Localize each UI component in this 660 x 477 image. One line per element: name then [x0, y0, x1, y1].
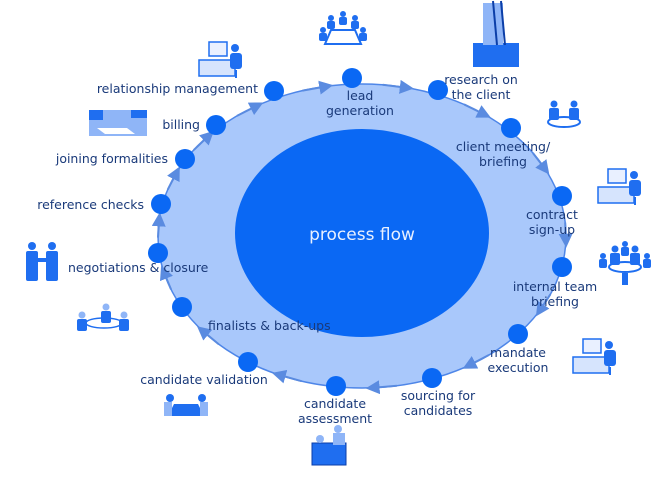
flow-arrow	[365, 380, 397, 395]
step-label-client-meeting-briefing: client meeting/briefing	[456, 139, 551, 169]
flow-arrow	[160, 265, 173, 290]
center-title: process flow	[309, 225, 415, 245]
computer-desk-icon	[597, 168, 641, 205]
label-line: internal team	[513, 279, 597, 294]
conference-table-icon	[319, 11, 367, 45]
flow-arrow	[462, 354, 490, 369]
round-table-icon	[77, 303, 129, 331]
flow-arrow	[532, 152, 550, 175]
meeting-people-icon	[547, 100, 581, 128]
process-core-circle	[235, 129, 489, 337]
handshake-icon	[26, 242, 58, 281]
step-node-joining-formalities	[175, 149, 195, 169]
label-line: lead	[347, 88, 374, 103]
step-node-candidate-validation	[238, 352, 258, 372]
label-line: sign-up	[529, 222, 575, 237]
label-line: contract	[526, 207, 578, 222]
label-line: mandate	[490, 345, 546, 360]
label-line: candidates	[404, 403, 473, 418]
label-line: negotiations & closure	[68, 260, 209, 275]
step-node-finalists-back-ups	[172, 297, 192, 317]
flow-arrow	[196, 326, 220, 345]
label-line: relationship management	[97, 81, 258, 96]
step-label-candidate-validation: candidate validation	[140, 372, 268, 387]
label-line: candidate validation	[140, 372, 268, 387]
step-node-mandate-execution	[508, 324, 528, 344]
flow-arrow	[535, 293, 552, 317]
label-line: finalists & back-ups	[208, 318, 331, 333]
flow-arrow	[151, 212, 166, 238]
step-label-finalists-back-ups: finalists & back-ups	[208, 318, 331, 333]
step-node-billing	[206, 115, 226, 135]
flow-arrow	[463, 103, 491, 118]
step-node-research-on-the-client	[428, 80, 448, 100]
label-line: sourcing for	[401, 388, 476, 403]
label-line: reference checks	[37, 197, 144, 212]
flow-arrows	[151, 79, 573, 395]
step-nodes	[148, 68, 572, 396]
flow-arrow	[166, 166, 180, 191]
label-line: joining formalities	[55, 151, 168, 166]
step-label-negotiations-closure: negotiations & closure	[68, 260, 209, 275]
flow-arrow	[302, 80, 334, 95]
label-line: research on	[444, 72, 518, 87]
step-icons	[26, 0, 651, 466]
step-label-billing: billing	[162, 117, 200, 132]
office-workstations-icon	[572, 338, 616, 375]
label-line: briefing	[479, 154, 527, 169]
label-line: candidate	[304, 396, 366, 411]
step-node-relationship-management	[264, 81, 284, 101]
label-line: execution	[488, 360, 549, 375]
step-label-joining-formalities: joining formalities	[55, 151, 168, 166]
label-line: generation	[326, 103, 394, 118]
computer-workers-icon	[198, 41, 242, 78]
step-node-negotiations-closure	[148, 243, 168, 263]
step-node-sourcing-for-candidates	[422, 368, 442, 388]
label-line: client meeting/	[456, 139, 551, 154]
step-node-lead-generation	[342, 68, 362, 88]
table-discussion-icon	[164, 394, 208, 416]
step-node-candidate-assessment	[326, 376, 346, 396]
flow-arrow	[558, 222, 573, 248]
flow-arrow	[271, 369, 302, 384]
step-label-relationship-management: relationship management	[97, 81, 258, 96]
label-line: briefing	[531, 294, 579, 309]
step-node-reference-checks	[151, 194, 171, 214]
flow-arrow	[193, 130, 214, 151]
label-line: the client	[452, 87, 511, 102]
payment-hands-icon	[89, 110, 147, 136]
step-node-client-meeting-briefing	[501, 118, 521, 138]
label-line: assessment	[298, 411, 372, 426]
step-node-contract-sign-up	[552, 186, 572, 206]
ladder-research-icon	[473, 0, 519, 67]
interview-desk-icon	[311, 425, 347, 466]
flow-arrow	[236, 102, 264, 117]
label-line: billing	[162, 117, 200, 132]
flow-arrow	[382, 79, 414, 94]
step-node-internal-team-briefing	[552, 257, 572, 277]
step-label-reference-checks: reference checks	[37, 197, 144, 212]
team-briefing-icon	[599, 241, 651, 285]
